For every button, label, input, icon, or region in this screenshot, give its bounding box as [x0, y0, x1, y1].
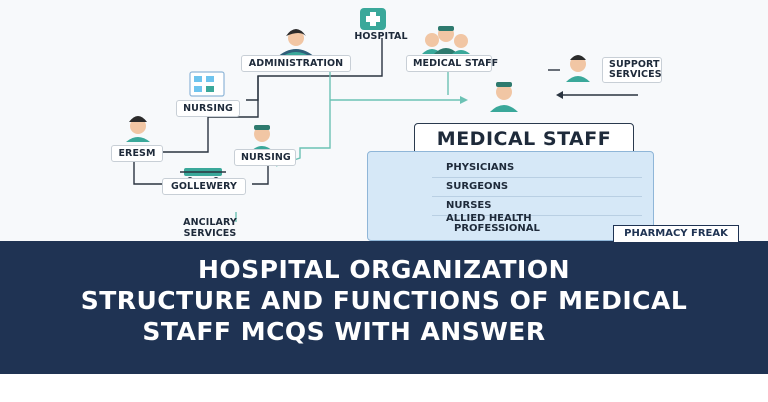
ancillary-line-1: ANCILARY: [183, 217, 237, 228]
banner-title-line-3: STAFF MCQS WITH ANSWER: [142, 317, 546, 346]
medical-staff-panel: PHYSICIANS SURGEONS NURSES ALLIED HEALTH…: [367, 151, 654, 241]
ancillary-line-2: SERVICES: [183, 228, 237, 239]
panel-row-nurses: NURSES: [432, 197, 642, 216]
panel-row-surgeons: SURGEONS: [432, 178, 642, 197]
nursing-avatar-icon: [250, 125, 274, 152]
connector-lines: [133, 38, 638, 185]
arrowhead-ms: [460, 96, 468, 104]
connector-nursing2: [252, 160, 269, 185]
node-medical-staff-label: MEDICAL STAFF: [406, 55, 498, 72]
allied-line-1: ALLIED HEALTH: [446, 213, 532, 224]
hospital-icon: [360, 8, 386, 30]
panel-row-allied: ALLIED HEALTH PROFESSIONAL: [432, 214, 642, 238]
doctor-avatar-icon: [490, 82, 518, 112]
eresm-avatar-icon: [126, 116, 150, 142]
arrowhead-support: [556, 91, 563, 99]
node-support-services-label: SUPPORT SERVICES: [602, 57, 662, 83]
allied-line-2: PROFESSIONAL: [454, 223, 540, 234]
medical-team-icon: [422, 26, 470, 54]
connector-hospital-admin: [133, 38, 383, 185]
title-banner: HOSPITAL ORGANIZATION STRUCTURE AND FUNC…: [0, 241, 768, 374]
node-administration-label: ADMINISTRATION: [241, 55, 351, 72]
connector-nursing-down: [246, 76, 259, 101]
banner-title-line-1: HOSPITAL ORGANIZATION: [197, 255, 571, 284]
support-line-1: SUPPORT: [609, 59, 660, 70]
node-nursing-label: NURSING: [176, 100, 240, 117]
nursing-building-icon: [189, 71, 225, 97]
node-eresm-label: ERESM: [111, 145, 163, 162]
brand-badge: PHARMACY FREAK: [613, 225, 739, 243]
node-hospital-label: HOSPITAL: [354, 31, 408, 42]
support-staff-avatar-icon: [566, 55, 590, 82]
support-line-2: SERVICES: [609, 69, 662, 80]
administrator-avatar-icon: [276, 29, 316, 58]
bottom-strip: [0, 374, 768, 402]
node-gollewery-label: GOLLEWERY: [162, 178, 246, 195]
node-nursing2-label: NURSING: [234, 149, 296, 166]
node-ancillary-label: ANCILARY SERVICES: [176, 217, 244, 239]
banner-title-line-2: STRUCTURE AND FUNCTIONS OF MEDICAL: [80, 286, 688, 315]
panel-row-physicians: PHYSICIANS: [432, 159, 642, 178]
